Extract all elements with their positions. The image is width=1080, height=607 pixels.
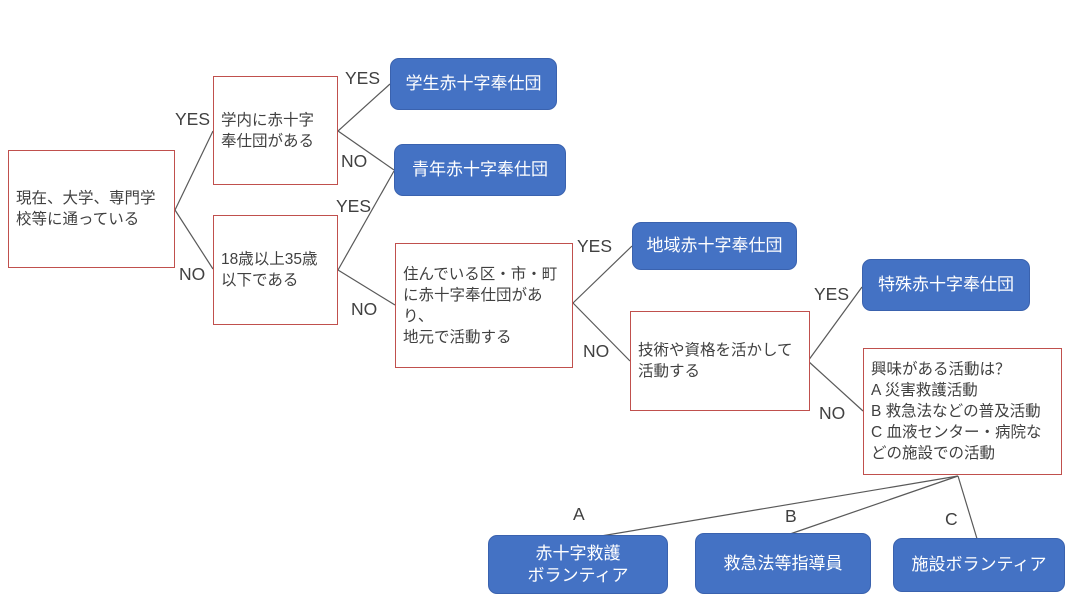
edge-label-yes-2: YES (345, 68, 381, 88)
connector-line (337, 269, 396, 306)
edge-label-no-5: NO (819, 403, 846, 423)
question-use-skills: 技術や資格を活かして 活動する (630, 311, 810, 411)
connector-line (337, 170, 395, 271)
question-currently-enrolled: 現在、大学、専門学 校等に通っている (8, 150, 175, 268)
node-special-red-cross-corps: 特殊赤十字奉仕団 (862, 259, 1030, 311)
connector-line (807, 360, 864, 412)
edge-label-yes-4: YES (577, 236, 613, 256)
edge-label-no-2: NO (341, 151, 368, 171)
edge-label-b: B (785, 506, 797, 526)
node-youth-red-cross-corps: 青年赤十字奉仕団 (394, 144, 566, 196)
edge-label-yes-1: YES (175, 109, 211, 129)
question-local-corps: 住んでいる区・市・町 に赤十字奉仕団があり、 地元で活動する (395, 243, 573, 368)
connector-line (600, 475, 959, 537)
connector-line (337, 83, 391, 132)
edge-label-no-1: NO (179, 264, 206, 284)
edge-label-no-3: NO (351, 299, 378, 319)
connector-line (337, 130, 395, 171)
question-campus-corps-exists: 学内に赤十字 奉仕団がある (213, 76, 338, 185)
connector-line (572, 302, 631, 362)
connector-line (572, 245, 633, 304)
node-student-red-cross-corps: 学生赤十字奉仕団 (390, 58, 557, 110)
edge-label-a: A (573, 504, 585, 524)
connector-line (174, 130, 214, 211)
question-interest-activity: 興味がある活動は？ A 災害救護活動 B 救急法などの普及活動 C 血液センター… (863, 348, 1062, 475)
node-regional-red-cross-corps: 地域赤十字奉仕団 (632, 222, 797, 270)
node-relief-volunteer: 赤十字救護 ボランティア (488, 535, 668, 594)
edge-label-c: C (945, 509, 958, 529)
connector-line (807, 286, 863, 362)
question-age-18-35: 18歳以上35歳 以下である (213, 215, 338, 325)
edge-label-yes-5: YES (814, 284, 850, 304)
connector-line (174, 209, 214, 270)
connector-line (789, 475, 959, 535)
edge-label-no-4: NO (583, 341, 610, 361)
node-first-aid-instructor: 救急法等指導員 (695, 533, 871, 594)
connector-line (957, 475, 979, 543)
node-facility-volunteer: 施設ボランティア (893, 538, 1065, 592)
edge-label-yes-3: YES (336, 196, 372, 216)
